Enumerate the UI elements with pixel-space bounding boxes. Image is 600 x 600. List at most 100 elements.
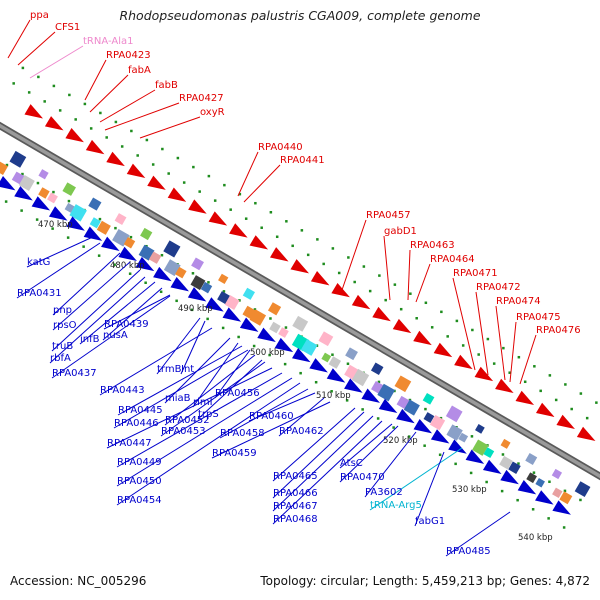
reverse-gene-arrow: [31, 196, 51, 211]
forward-gene-label: RPA0474: [496, 296, 541, 307]
forward-gene-label: ppa: [30, 10, 49, 21]
guide-dot: [269, 317, 272, 320]
guide-dot: [51, 227, 54, 230]
reverse-gene-label: RPA0452: [165, 415, 210, 426]
reverse-gene-label: RPA0458: [220, 428, 265, 439]
forward-gene-arrow: [188, 199, 207, 214]
reverse-gene-label: rpsO: [53, 320, 77, 331]
genome-backbone: [0, 123, 600, 479]
guide-dot: [229, 208, 232, 211]
forward-gene-label: RPA0472: [476, 282, 521, 293]
guide-dot: [151, 163, 155, 166]
gene-block: [446, 424, 463, 441]
guide-dot: [207, 174, 211, 178]
guide-dot: [415, 317, 418, 320]
guide-dot: [36, 181, 40, 185]
forward-leader-line: [84, 59, 107, 101]
guide-dot: [291, 244, 294, 248]
reverse-gene-label: RPA0466: [273, 488, 318, 499]
guide-dot: [260, 226, 263, 229]
guide-dot: [21, 66, 25, 70]
guide-dot: [175, 299, 178, 303]
forward-gene-label: RPA0457: [366, 210, 411, 221]
guide-dot: [144, 281, 147, 284]
gene-block: [351, 368, 370, 387]
guide-dot: [223, 183, 226, 187]
guide-dot: [362, 265, 366, 268]
forward-gene-arrow: [351, 294, 371, 310]
forward-gene-arrow: [126, 163, 146, 179]
guide-dot: [446, 335, 449, 338]
reverse-leader-line: [339, 423, 393, 469]
reverse-gene-arrow: [222, 307, 242, 322]
guide-dot: [176, 156, 180, 160]
guide-dot: [268, 353, 271, 357]
guide-dot: [207, 281, 210, 284]
gene-block: [88, 197, 102, 211]
forward-gene-arrow: [372, 306, 391, 322]
guide-dot: [346, 362, 350, 366]
gene-block: [345, 347, 358, 361]
guide-dot: [52, 190, 55, 194]
reverse-leader-line: [103, 294, 171, 330]
genome-info-label: Topology: circular; Length: 5,459,213 bp…: [260, 574, 590, 588]
guide-dot: [516, 498, 519, 502]
guide-dot: [113, 263, 116, 266]
guide-dot: [105, 136, 108, 139]
gene-block: [328, 356, 342, 369]
guide-dot: [238, 299, 241, 302]
reverse-gene-arrow: [83, 226, 103, 241]
guide-dot: [275, 235, 279, 239]
forward-gene-label: RPA0441: [280, 155, 325, 166]
gene-block: [475, 424, 485, 434]
reverse-leader-line: [278, 397, 325, 437]
reverse-leader-line: [272, 407, 356, 482]
guide-dot: [501, 453, 505, 456]
gene-block: [175, 266, 187, 279]
guide-dot: [461, 344, 465, 347]
kbp-label: 490 kbp: [178, 304, 213, 314]
forward-gene-arrow: [556, 414, 575, 430]
guide-dot: [595, 401, 598, 404]
forward-gene-label: RPA0471: [453, 268, 498, 279]
guide-dot: [167, 172, 170, 175]
reverse-gene-arrow: [118, 246, 137, 262]
guide-dot: [477, 353, 480, 356]
gene-block: [472, 439, 489, 456]
guide-dot: [392, 426, 395, 429]
guide-dot: [316, 238, 319, 241]
reverse-gene-arrow: [517, 480, 537, 495]
kbp-label: 530 kbp: [452, 485, 487, 495]
reverse-leader-line: [16, 242, 101, 299]
gene-block: [370, 362, 384, 376]
reverse-gene-label: RPA0454: [117, 495, 162, 506]
guide-dot: [306, 253, 310, 257]
reverse-gene-label: trmB: [157, 364, 182, 375]
guide-dot: [378, 274, 381, 277]
gene-block: [218, 273, 229, 284]
reverse-gene-arrow: [500, 469, 519, 485]
guide-dot: [345, 399, 349, 402]
guide-dot: [570, 407, 573, 411]
reverse-gene-label: RPA0462: [279, 426, 324, 437]
guide-dot: [284, 326, 288, 329]
forward-leader-line: [237, 151, 259, 197]
guide-dot: [299, 371, 302, 375]
forward-leader-line: [17, 31, 56, 66]
reverse-leader-line: [272, 411, 365, 499]
guide-dot: [129, 235, 133, 239]
guide-dot: [237, 335, 240, 339]
forward-leader-line: [383, 235, 391, 301]
reverse-gene-label: rimI: [193, 397, 213, 408]
gene-block: [0, 161, 9, 175]
reverse-gene-label: RPA0437: [52, 368, 97, 379]
guide-dot: [368, 289, 372, 293]
gene-block: [423, 412, 435, 423]
guide-dot: [98, 217, 102, 221]
guide-dot: [322, 262, 325, 266]
guide-dot: [67, 199, 71, 203]
guide-dot: [244, 217, 248, 220]
guide-dot: [82, 245, 85, 248]
guide-dot: [579, 498, 582, 502]
reverse-gene-label: RPA0460: [249, 411, 294, 422]
